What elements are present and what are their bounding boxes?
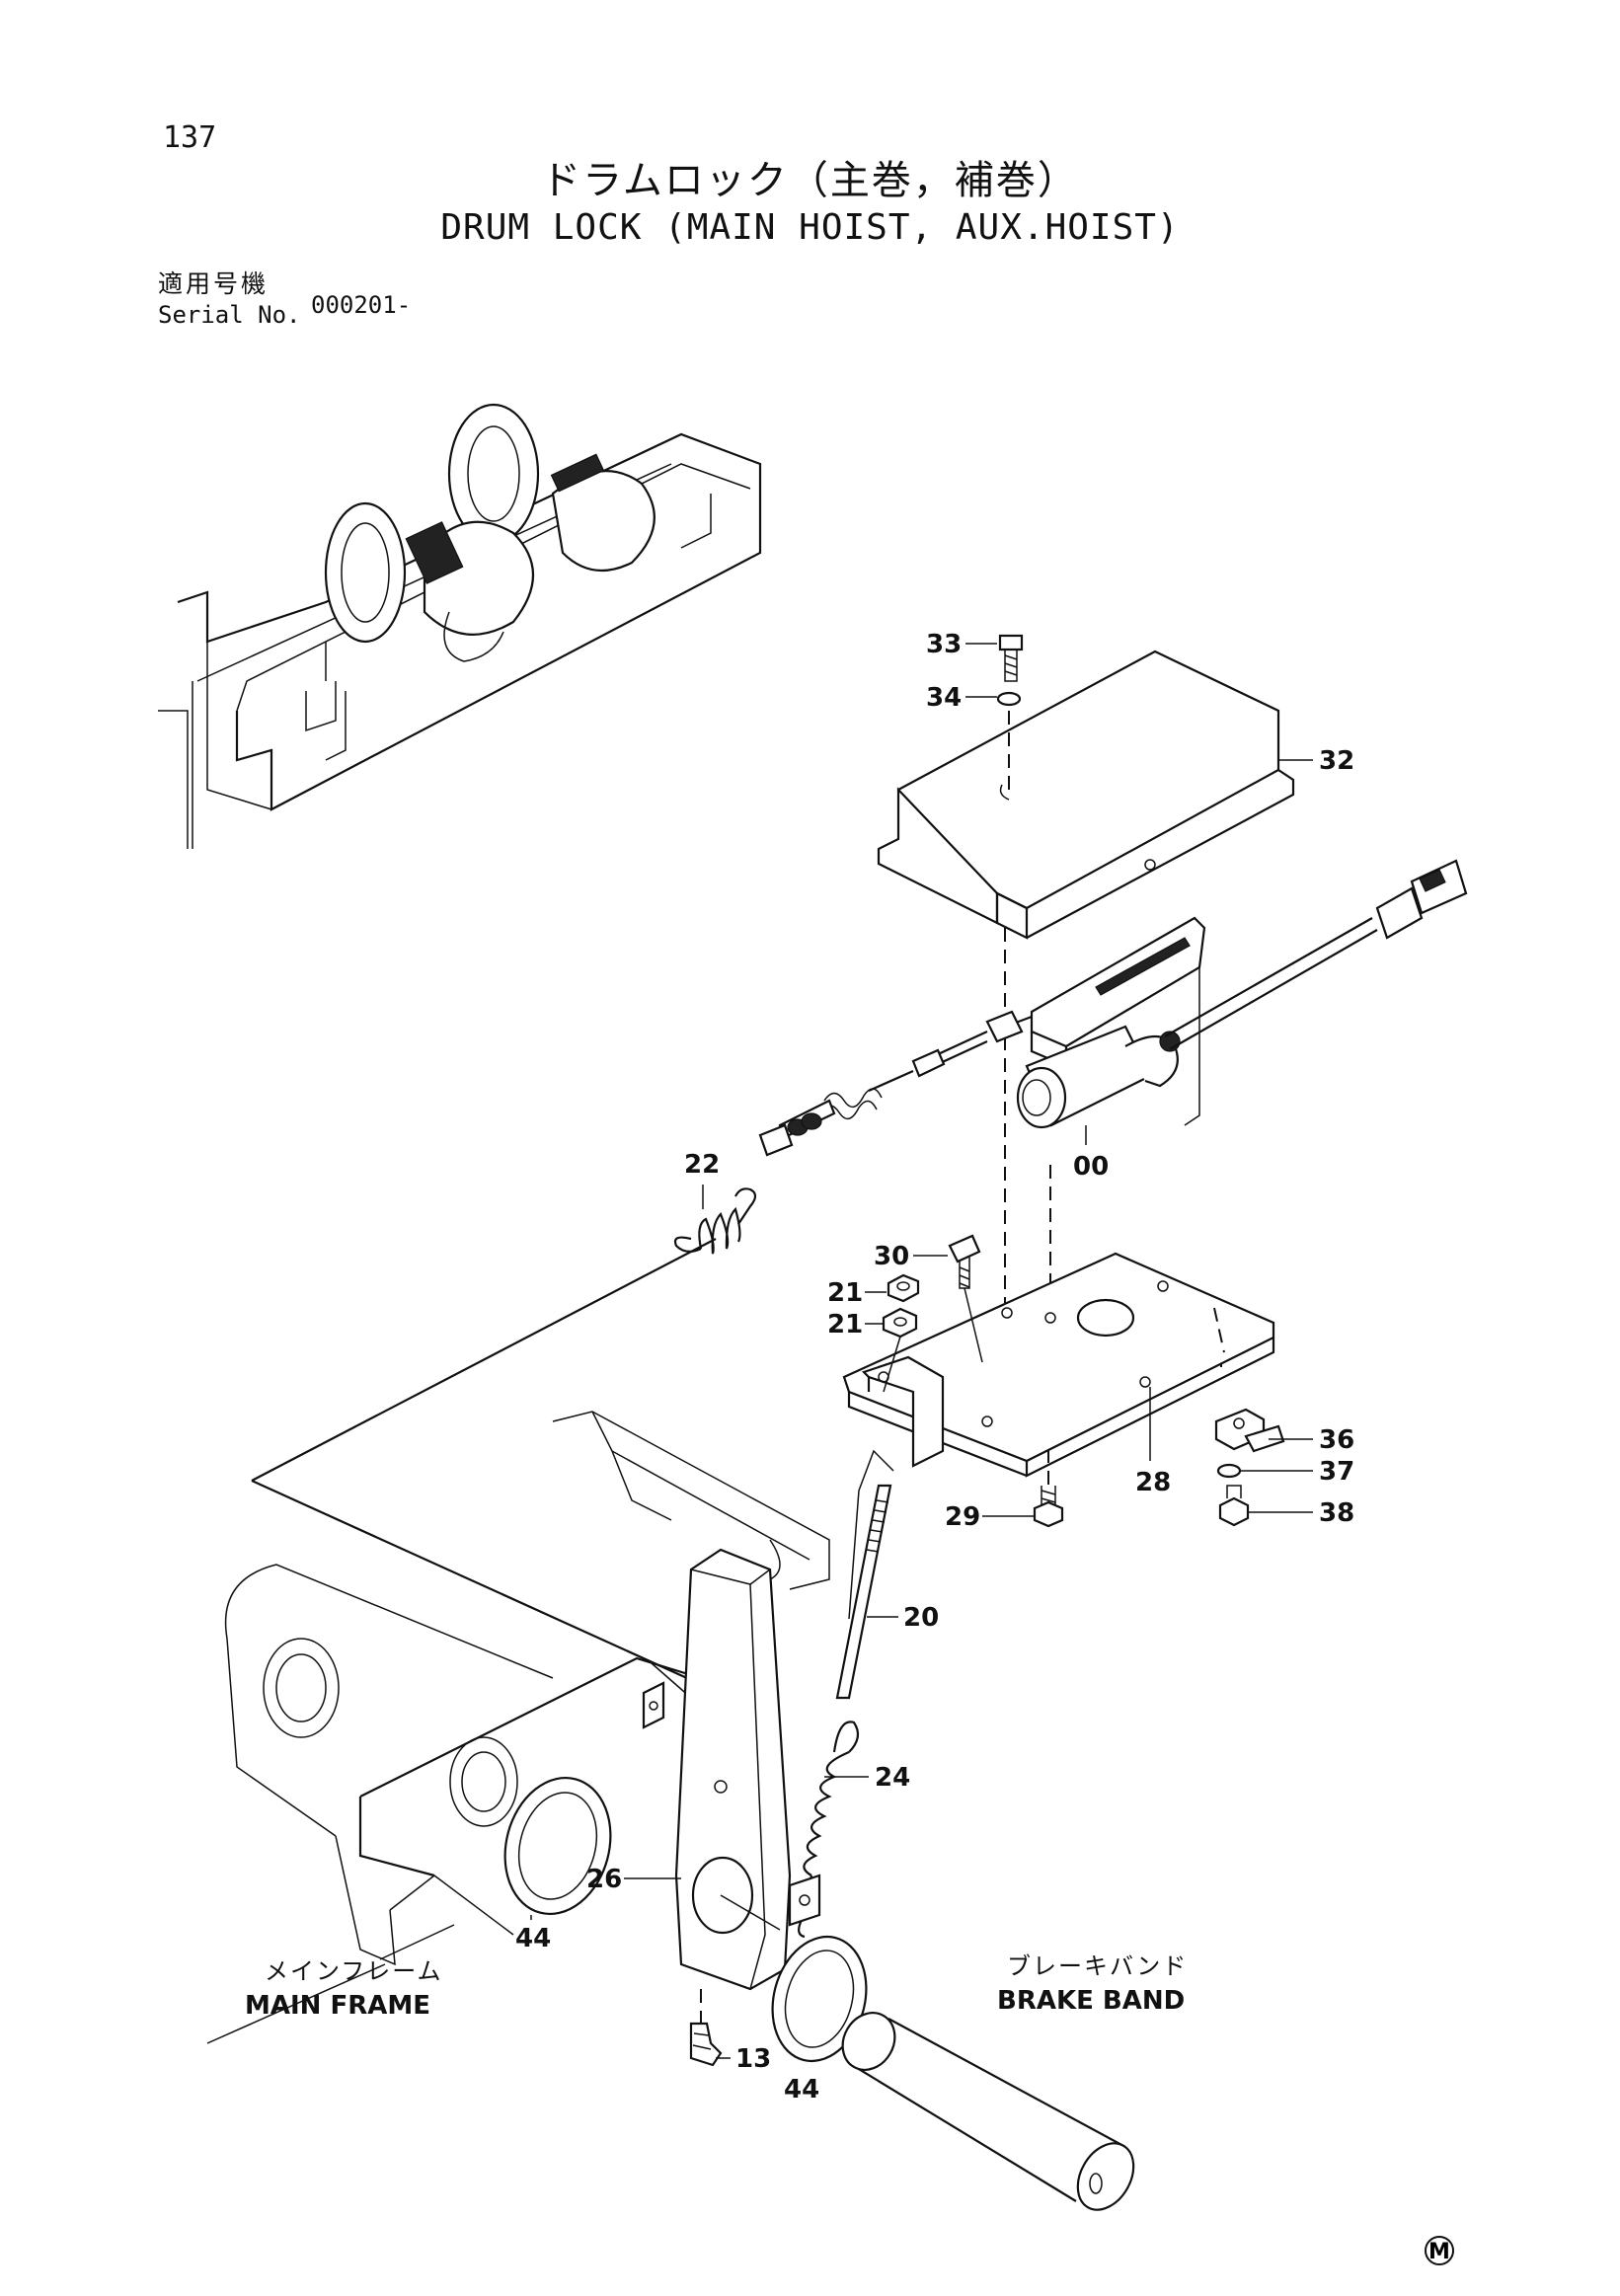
part-38-bolt [1218, 1485, 1250, 1527]
alignment-line [964, 1287, 983, 1363]
main-frame [206, 1238, 830, 2044]
part-00-actuator [985, 859, 1468, 1129]
callout-22: 22 [684, 1150, 720, 1180]
actuator-cable [758, 1031, 988, 1157]
part-34-washer [996, 691, 1022, 707]
part-44-washer-left [503, 1776, 612, 1916]
callout-38: 38 [1319, 1498, 1354, 1528]
callout-labels: 33 34 32 00 22 30 21 21 28 36 37 38 29 2… [515, 630, 1354, 2105]
callout-36: 36 [1319, 1425, 1354, 1455]
brake-band-cylinder [841, 2012, 1135, 2211]
part-33-bolt [998, 634, 1024, 682]
serial-label-japanese: 適用号機 [158, 269, 270, 298]
callout-33: 33 [926, 630, 962, 659]
callout-24: 24 [875, 1763, 910, 1793]
part-26-lever-arm [642, 1548, 821, 1991]
serial-label-english: Serial No. [158, 301, 301, 329]
brake-band-label-japanese: ブレーキバンド [1007, 1952, 1188, 1980]
page-title-japanese: ドラムロック（主巻，補巻） [541, 158, 1079, 203]
callout-30: 30 [874, 1242, 909, 1271]
part-36-bracket [1214, 1408, 1285, 1453]
main-frame-label-japanese: メインフレーム [265, 1957, 443, 1985]
alignment-line [720, 1894, 781, 1931]
callout-29: 29 [945, 1502, 980, 1532]
part-30-bolt [948, 1234, 981, 1289]
leader-lines [530, 643, 1313, 2059]
serial-number-value: 000201- [311, 291, 412, 319]
part-21-nut-lower [882, 1307, 918, 1339]
main-frame-label-english: MAIN FRAME [245, 1991, 430, 2021]
part-13-grease-fitting [689, 2022, 723, 2067]
page-number: 137 [163, 120, 217, 155]
part-21-nut-upper [887, 1273, 920, 1303]
callout-28: 28 [1135, 1468, 1171, 1497]
callout-00: 00 [1073, 1152, 1109, 1182]
callout-20: 20 [903, 1603, 939, 1633]
corner-mark-letter: M [1428, 2240, 1450, 2264]
brake-band-label-english: BRAKE BAND [997, 1986, 1185, 2016]
callout-32: 32 [1319, 746, 1354, 776]
callout-44-left: 44 [515, 1924, 551, 1953]
winch-assembly-inset [158, 403, 762, 849]
callout-26: 26 [586, 1865, 622, 1894]
part-29-bolt [1033, 1486, 1064, 1528]
corner-mark: M [1425, 2236, 1454, 2265]
part-22-spring [673, 1187, 757, 1255]
callout-13: 13 [735, 2044, 771, 2074]
callout-37: 37 [1319, 1457, 1354, 1487]
part-37-washer [1216, 1463, 1242, 1479]
alignment-line [848, 1449, 894, 1620]
part-44-washer-right [771, 1935, 868, 2063]
callout-21-upper: 21 [827, 1278, 863, 1308]
callout-34: 34 [926, 683, 962, 713]
callout-44-right: 44 [784, 2075, 819, 2105]
part-32-cover [877, 650, 1295, 940]
part-20-rod [835, 1484, 892, 1700]
callout-21-lower: 21 [827, 1310, 863, 1339]
page-title-english: DRUM LOCK (MAIN HOIST, AUX.HOIST) [440, 207, 1180, 248]
